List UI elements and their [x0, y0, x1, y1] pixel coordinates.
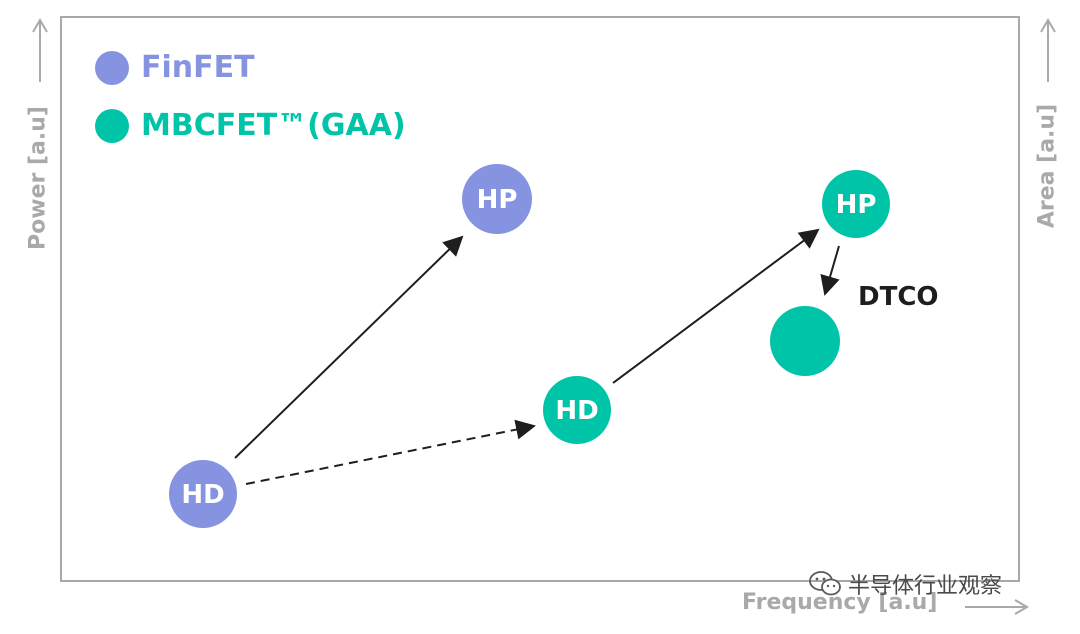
- frequency-axis-label: Frequency [a.u]: [742, 590, 938, 615]
- power-axis-arrow: [32, 18, 48, 82]
- watermark-text: 半导体行业观察: [848, 574, 1003, 599]
- legend-dot-finfet: [95, 50, 129, 85]
- legend-label-finfet: FinFET: [141, 50, 255, 85]
- node-gaa-dtco-circle: [770, 306, 840, 376]
- arrow-finfet-hd-to-hp: [234, 235, 464, 459]
- node-gaa-hd: HD: [543, 376, 611, 444]
- node-gaa-hp: HP: [822, 170, 890, 238]
- wechat-icon: [809, 571, 841, 596]
- legend-label-mbcfet: MBCFET™(GAA): [141, 108, 406, 143]
- legend-item-finfet: FinFET: [95, 50, 255, 85]
- arrow-gaa-hd-to-hp: [612, 228, 820, 384]
- node-finfet-hp-label: HP: [477, 185, 518, 215]
- node-finfet-hd: HD: [169, 460, 237, 528]
- dtco-annotation: DTCO: [858, 282, 939, 312]
- node-gaa-hd-circle: [543, 376, 611, 444]
- node-gaa-dtco: [770, 306, 840, 376]
- node-gaa-hp-label: HP: [836, 190, 877, 220]
- area-axis-label: Area [a.u]: [1034, 103, 1060, 229]
- node-finfet-hd-circle: [169, 460, 237, 528]
- area-axis-arrow: [1040, 18, 1056, 82]
- arrow-gaa-hp-to-dtco: [820, 245, 840, 296]
- node-finfet-hp: HP: [462, 164, 532, 234]
- power-axis-label: Power [a.u]: [25, 106, 51, 250]
- node-finfet-hd-label: HD: [181, 480, 224, 510]
- watermark: 半导体行业观察: [808, 568, 1002, 600]
- node-finfet-hp-circle: [462, 164, 532, 234]
- plot-frame: [60, 16, 1020, 582]
- node-gaa-hp-circle: [822, 170, 890, 238]
- arrow-finfet-hd-to-gaa-hd: [245, 419, 536, 485]
- node-gaa-hd-label: HD: [555, 396, 598, 426]
- legend-item-mbcfet: MBCFET™(GAA): [95, 108, 406, 143]
- legend-dot-mbcfet: [95, 108, 129, 143]
- frequency-axis-arrow: [965, 599, 1029, 615]
